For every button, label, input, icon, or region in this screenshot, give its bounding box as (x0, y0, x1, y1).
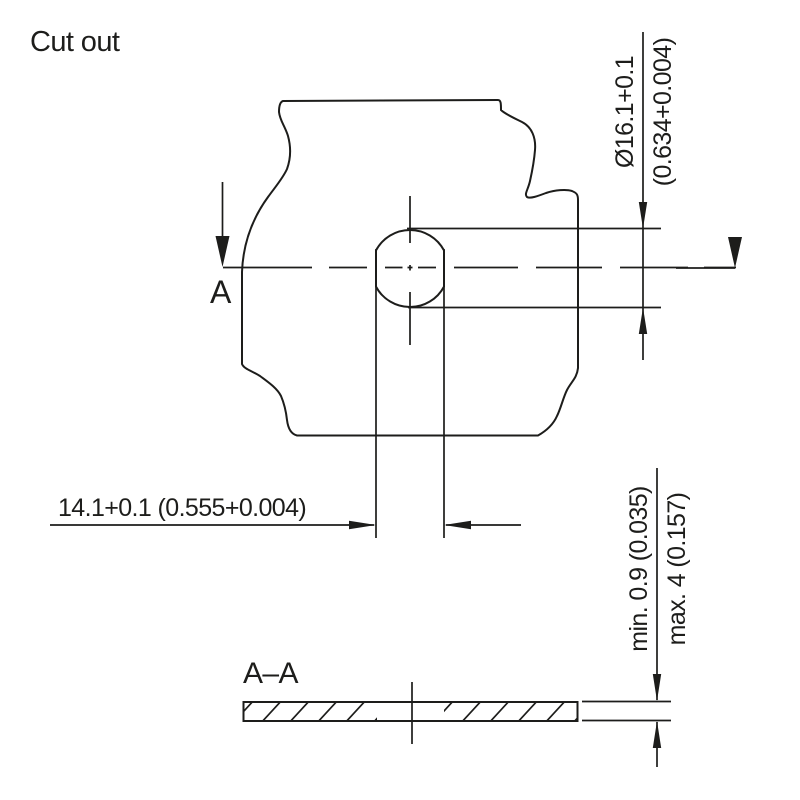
width-arrow-right-icon (444, 520, 471, 530)
thickness-min-text: min. 0.9 (0.035) (625, 486, 653, 652)
diameter-arrow-top-icon (638, 202, 648, 229)
section-cut-label: A (210, 274, 232, 310)
plate-outline (242, 701, 579, 722)
thickness-arrow-top-icon (652, 674, 662, 701)
housing-outline (241, 98, 579, 437)
plate-hatch-left (244, 702, 377, 721)
drawing-title: Cut out (30, 26, 120, 58)
thickness-max-text: max. 4 (0.157) (663, 493, 691, 646)
section-view-label: A–A (243, 657, 298, 690)
diameter-arrow-bottom-icon (638, 307, 648, 334)
plate-hatch-right (444, 702, 578, 721)
width-dim-text: 14.1+0.1 (0.555+0.004) (58, 494, 306, 522)
thickness-arrow-bottom-icon (652, 721, 662, 748)
diameter-dim-metric: Ø16.1+0.1 (611, 56, 639, 168)
section-arrow-right-icon (728, 237, 742, 268)
diameter-dim-imperial: (0.634+0.004) (649, 38, 677, 187)
width-arrow-left-icon (349, 520, 376, 530)
section-arrow-left-icon (215, 236, 230, 267)
